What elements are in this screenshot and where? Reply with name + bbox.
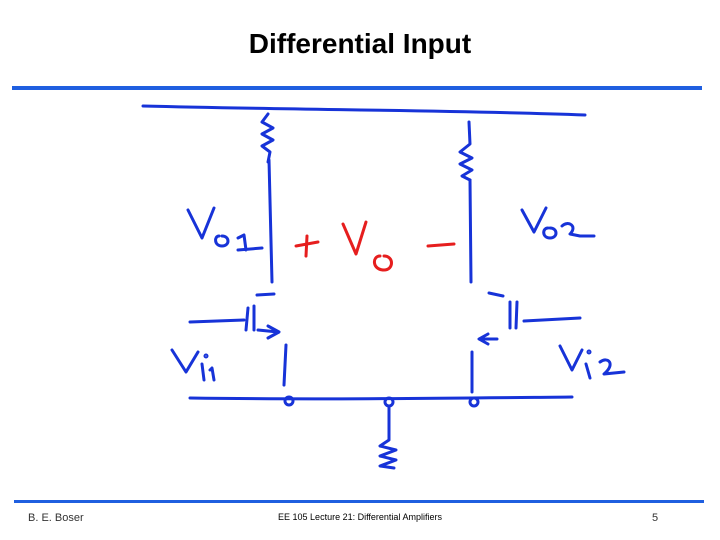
label-vo1	[186, 206, 264, 252]
right-gate-lead	[522, 316, 582, 323]
label-vi2	[558, 344, 626, 380]
title-divider	[12, 86, 702, 90]
tail-resistor	[378, 404, 398, 470]
footer-author: B. E. Boser	[28, 512, 84, 524]
minus-sign	[426, 242, 456, 248]
left-output-wire	[267, 158, 274, 284]
footer-divider	[14, 500, 704, 503]
common-source-rail	[188, 395, 574, 401]
slide-title: Differential Input	[248, 28, 472, 59]
left-source-wire	[282, 343, 288, 387]
label-vi1	[170, 348, 216, 382]
left-gate-lead	[188, 318, 246, 324]
subscript-o	[373, 254, 393, 272]
right-gate-plate	[514, 300, 519, 330]
left-node	[283, 395, 295, 407]
right-load-resistor	[458, 120, 474, 182]
left-load-resistor	[260, 112, 275, 164]
right-output-wire	[468, 178, 473, 284]
right-source-arrow	[477, 332, 499, 346]
left-source-arrow	[256, 324, 281, 340]
label-vo2	[520, 206, 596, 240]
letter-v	[341, 220, 368, 256]
left-gate-plate	[244, 306, 250, 332]
footer-course-title: EE 105 Lecture 21: Differential Amplifie…	[278, 512, 442, 522]
label-vo-differential	[294, 220, 456, 272]
footer-page-number: 5	[652, 512, 659, 524]
right-drain-stub	[487, 291, 505, 298]
supply-rail	[141, 104, 587, 117]
plus-sign	[294, 234, 320, 258]
left-drain-stub	[255, 292, 276, 297]
